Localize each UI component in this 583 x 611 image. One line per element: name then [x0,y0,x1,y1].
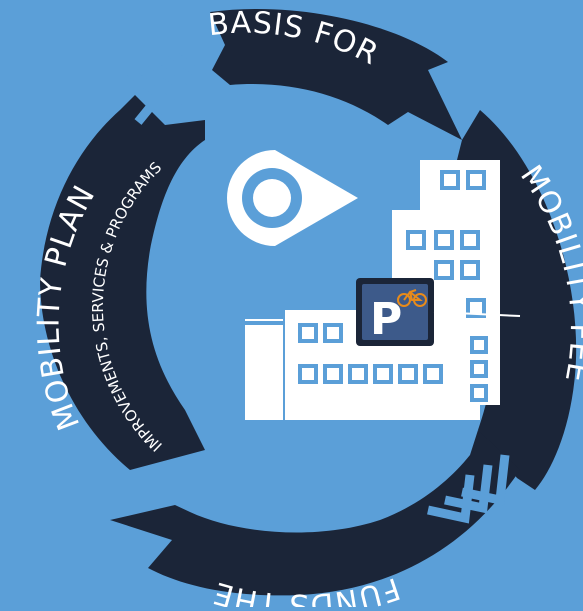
chevron-icon [147,58,187,115]
chevron-icon [444,464,493,514]
bicycle-icon [397,289,427,307]
ring-segment-bottom [110,430,520,596]
center-illustration: P [227,150,521,420]
ring-chevrons [127,48,510,524]
parking-letter: P [370,294,402,345]
chevron-icon [167,48,207,105]
chevron-icon [427,474,475,524]
parking-sign-icon: P [356,278,521,346]
ring-segment-top [210,8,462,140]
location-pin-icon [227,150,358,246]
chevron-icon [461,454,510,506]
building-windows [298,170,488,402]
ring-segment-left [40,95,205,470]
chevron-icon [127,68,167,125]
